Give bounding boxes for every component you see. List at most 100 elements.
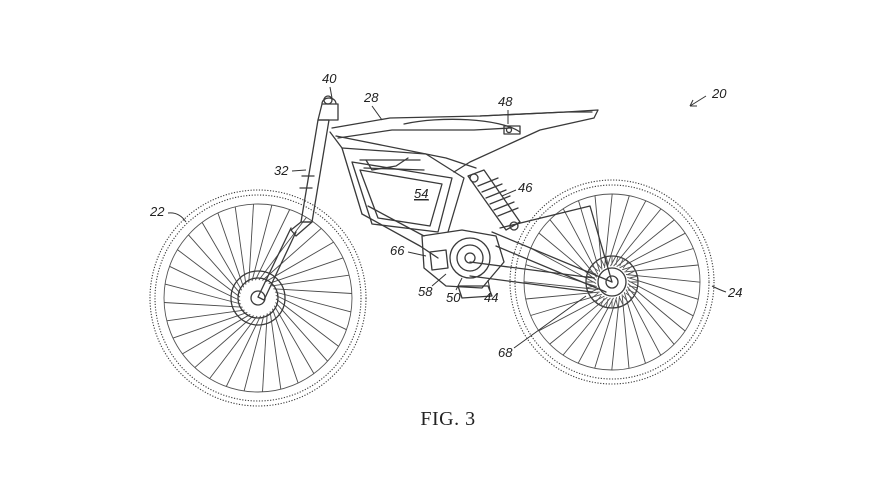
spoke bbox=[549, 296, 608, 345]
spoke bbox=[627, 276, 699, 300]
sprocket-tooth bbox=[622, 261, 629, 269]
ref-68: 68 bbox=[498, 345, 513, 360]
front-wheel bbox=[149, 189, 367, 407]
spoke bbox=[562, 208, 599, 275]
spoke bbox=[209, 315, 258, 379]
spoke bbox=[275, 302, 328, 362]
ref-28: 28 bbox=[363, 90, 379, 105]
ref-32: 32 bbox=[274, 163, 289, 178]
spoke bbox=[271, 308, 299, 384]
sprocket-tooth bbox=[625, 265, 633, 272]
spoke bbox=[273, 305, 315, 374]
sprocket-tooth bbox=[605, 256, 609, 265]
spoke bbox=[549, 219, 598, 278]
spoke bbox=[164, 302, 243, 308]
sprocket-tooth bbox=[619, 258, 624, 267]
spoke bbox=[234, 206, 247, 285]
spoke bbox=[538, 232, 597, 281]
spoke bbox=[164, 283, 242, 305]
spoke bbox=[627, 280, 694, 317]
spoke bbox=[627, 283, 686, 332]
spoke bbox=[577, 297, 614, 364]
spoke bbox=[265, 241, 334, 283]
spoke bbox=[262, 228, 322, 281]
ref-54: 54 bbox=[414, 186, 428, 201]
sprocket-tooth bbox=[591, 265, 599, 272]
rear-spokes bbox=[523, 193, 701, 371]
ref-50: 50 bbox=[446, 290, 461, 305]
spoke bbox=[262, 313, 268, 392]
spoke bbox=[275, 294, 347, 331]
battery-pack bbox=[351, 161, 453, 233]
ref-48: 48 bbox=[498, 94, 513, 109]
figure-caption: FIG. 3 bbox=[420, 408, 476, 430]
spoke bbox=[194, 315, 254, 368]
spoke bbox=[562, 297, 611, 356]
spoke bbox=[606, 195, 630, 267]
spoke bbox=[625, 289, 662, 356]
spoke bbox=[225, 315, 262, 387]
spoke bbox=[613, 208, 662, 267]
ref-58: 58 bbox=[418, 284, 433, 299]
sprocket-tooth bbox=[600, 258, 605, 267]
spoke bbox=[530, 247, 597, 284]
sprocket-tooth bbox=[615, 256, 619, 265]
sprocket-tooth bbox=[625, 292, 633, 299]
sprocket-tooth bbox=[615, 299, 619, 308]
rear-sprocket bbox=[585, 255, 639, 309]
spoke bbox=[594, 297, 618, 369]
spoke bbox=[188, 234, 241, 294]
ref-24: 24 bbox=[727, 285, 742, 300]
spoke bbox=[623, 292, 646, 364]
sprocket-tooth bbox=[627, 270, 636, 275]
spoke bbox=[254, 209, 291, 281]
spoke bbox=[248, 204, 254, 283]
spoke bbox=[271, 274, 350, 287]
spoke bbox=[217, 212, 245, 288]
ref-22: 22 bbox=[149, 204, 165, 219]
spoke bbox=[177, 249, 241, 298]
spoke bbox=[201, 222, 243, 291]
spoke bbox=[525, 291, 600, 300]
sprocket-tooth bbox=[595, 295, 602, 303]
spoke bbox=[610, 200, 647, 267]
ref-66: 66 bbox=[390, 243, 405, 258]
spoke bbox=[626, 274, 701, 283]
sprocket-tooth bbox=[591, 292, 599, 299]
spoke bbox=[611, 296, 620, 371]
ref-44: 44 bbox=[484, 290, 498, 305]
spoke bbox=[182, 313, 251, 355]
front-fork bbox=[257, 95, 339, 301]
spoke bbox=[251, 204, 273, 282]
ref-46: 46 bbox=[518, 180, 533, 195]
spoke bbox=[523, 281, 598, 290]
main-frame bbox=[329, 109, 599, 259]
spoke bbox=[274, 291, 352, 313]
rear-wheel bbox=[509, 179, 715, 385]
spoke bbox=[243, 314, 265, 392]
spoke bbox=[538, 295, 605, 332]
spoke bbox=[626, 286, 675, 345]
ref-20: 20 bbox=[711, 86, 727, 101]
sprocket-tooth bbox=[629, 275, 638, 279]
spoke bbox=[621, 294, 630, 369]
sprocket-tooth bbox=[619, 297, 624, 306]
spoke bbox=[619, 232, 686, 269]
sprocket-tooth bbox=[622, 295, 629, 303]
spoke bbox=[172, 311, 248, 339]
spoke bbox=[258, 217, 307, 281]
spoke bbox=[578, 200, 601, 272]
sprocket-tooth bbox=[629, 285, 638, 289]
sprocket-tooth bbox=[588, 270, 597, 275]
spoke bbox=[169, 265, 241, 302]
sprocket-tooth bbox=[600, 297, 605, 306]
spoke bbox=[624, 264, 699, 273]
spoke bbox=[273, 288, 352, 294]
spoke bbox=[604, 193, 613, 268]
sprocket-tooth bbox=[605, 299, 609, 308]
spoke bbox=[594, 195, 603, 270]
spoke bbox=[166, 309, 245, 322]
spoke bbox=[275, 298, 339, 347]
front-spokes bbox=[164, 204, 352, 392]
